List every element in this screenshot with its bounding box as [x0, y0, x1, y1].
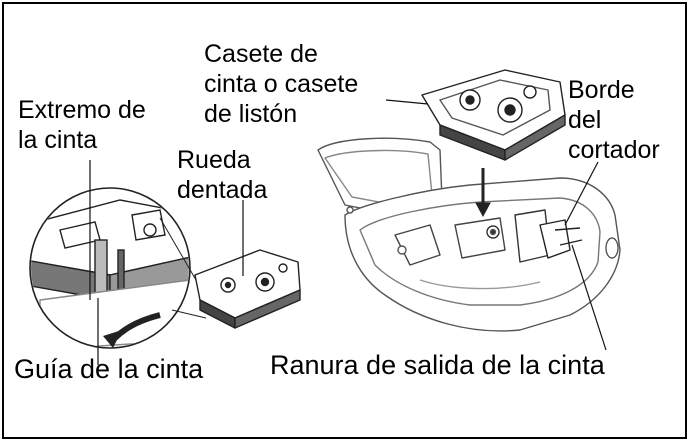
label-gear-line2: dentada	[177, 176, 268, 204]
label-cassette-line2: cinta o casete	[204, 70, 359, 98]
label-tape-end-line2: la cinta	[18, 126, 98, 154]
label-cutter-line1: Borde	[568, 76, 635, 104]
tape-cassette-top	[421, 69, 566, 161]
insert-arrow	[475, 168, 491, 218]
zoom-line-bottom	[171, 309, 207, 319]
leader-cutter	[564, 161, 599, 226]
label-exit-slot: Ranura de salida de la cinta	[270, 350, 605, 380]
leader-exit-slot	[571, 244, 607, 351]
zoom-line-top	[159, 217, 197, 281]
magnified-view	[29, 187, 191, 349]
label-tape-end-line1: Extremo de	[18, 96, 146, 124]
label-tape-guide: Guía de la cinta	[14, 354, 204, 384]
tape-cassette-small	[194, 249, 301, 329]
label-cutter-line3: cortador	[568, 136, 660, 164]
label-cutter-line2: del	[568, 106, 602, 134]
label-gear-line1: Rueda	[177, 146, 251, 174]
label-cassette-line3: de listón	[204, 100, 298, 128]
printer-body	[317, 137, 621, 332]
leader-cassette	[385, 99, 429, 105]
label-cassette-line1: Casete de	[204, 40, 318, 68]
leader-lines	[89, 99, 607, 365]
